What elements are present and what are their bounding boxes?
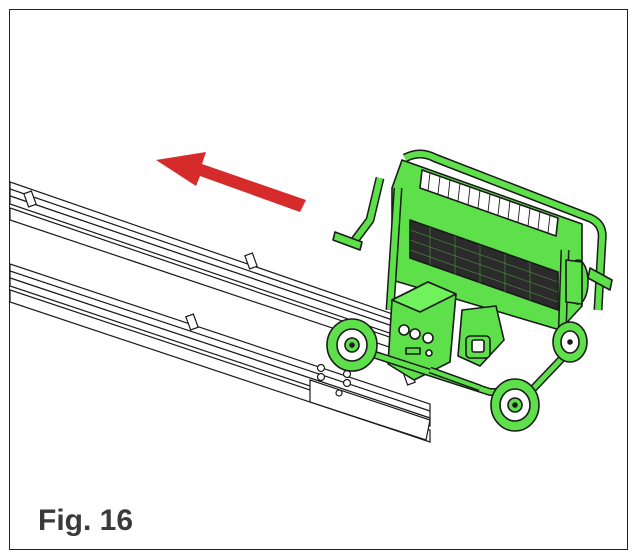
figure-caption: Fig. 16 [38, 504, 134, 537]
machine-on-rails-illustration [10, 149, 613, 443]
figure-frame: Fig. 16 [9, 9, 628, 550]
sanding-machine [332, 149, 613, 396]
direction-arrow-icon [156, 152, 306, 212]
front-left-wheel [326, 318, 378, 372]
front-right-wheel [490, 378, 540, 432]
rear-right-wheel [552, 321, 588, 363]
upper-rail [10, 181, 411, 355]
